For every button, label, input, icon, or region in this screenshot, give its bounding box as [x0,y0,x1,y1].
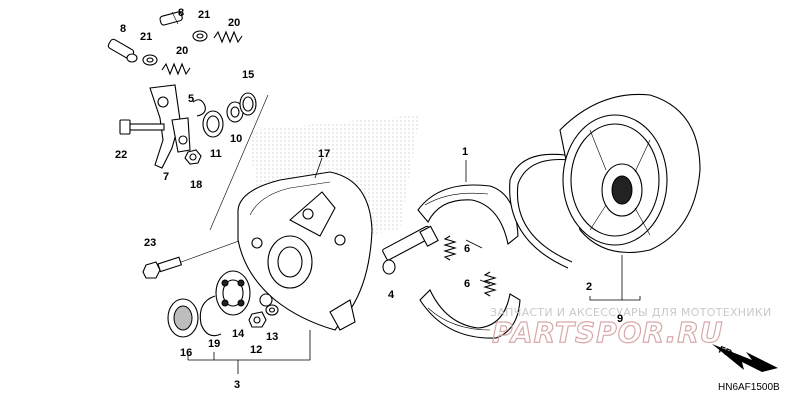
callout-1: 1 [462,146,468,158]
washer-part-10 [226,101,244,123]
callout-10: 10 [230,133,242,145]
nut-part-18 [184,149,202,165]
return-spring-part-5 [192,99,206,117]
callout-20a: 20 [228,17,240,29]
callout-23: 23 [144,237,156,249]
brake-drum-part-9 [559,93,701,253]
callout-7: 7 [163,171,169,183]
watermark-tagline: ЗАПЧАСТИ И АКСЕССУАРЫ ДЛЯ МОТОТЕХНИКИ [490,306,772,319]
bearing-part-14 [215,270,251,316]
callout-19: 19 [208,338,220,350]
bolt-part-12 [248,311,267,328]
callout-16: 16 [180,347,192,359]
callout-22: 22 [115,149,127,161]
pin-part-8-upper [159,11,183,26]
callout-6a: 6 [464,243,470,255]
callout-4: 4 [388,289,395,301]
callout-5: 5 [188,93,194,105]
callout-13: 13 [266,331,278,343]
leader-lines [187,157,641,374]
oring-part-2 [509,153,573,269]
spring-part-20-upper [213,30,243,44]
callout-8b: 8 [178,7,184,19]
callout-11: 11 [210,148,222,160]
callout-14: 14 [232,328,245,340]
brake-shoe-part-1-lower [419,289,521,339]
brake-shoe-part-1-upper [417,184,519,245]
watermark-brand: PARTSPOR.RU [492,316,724,349]
callout-6b: 6 [464,278,470,290]
brake-arm-part-7 [149,84,191,169]
oring-part-15 [239,92,257,116]
callout-15: 15 [242,69,254,81]
bolt-part-22 [119,119,165,135]
bolt-part-23 [142,256,183,279]
watermark: ЗАПЧАСТИ И АКСЕССУАРЫ ДЛЯ МОТОТЕХНИКИ PA… [490,306,772,350]
spring-part-6-upper [443,235,457,261]
callout-12: 12 [250,344,262,356]
washer-part-13 [265,304,279,316]
seal-part-11 [202,110,224,138]
callout-8a: 8 [120,23,126,35]
callout-9: 9 [617,313,623,325]
brake-panel-part-17 [237,171,373,331]
callout-17: 17 [318,148,330,160]
pin-part-8-lower [107,38,138,63]
callout-2: 2 [586,281,592,293]
brake-cam-part-4 [382,225,439,275]
callout-20b: 20 [176,45,188,57]
collar-part-21-upper [192,30,208,42]
circlip-part-19 [199,295,222,337]
callout-3: 3 [234,379,240,391]
seal-part-16 [167,298,199,338]
diagram-code: HN6AF1500B [718,382,780,393]
callout-21a: 21 [198,9,210,21]
callout-18: 18 [190,179,202,191]
collar-part-21-lower [142,54,158,66]
callout-labels: 8 8 21 21 20 20 15 5 10 11 22 7 18 17 1 … [115,7,623,391]
callout-21b: 21 [140,31,152,43]
spring-part-20-lower [161,62,191,76]
